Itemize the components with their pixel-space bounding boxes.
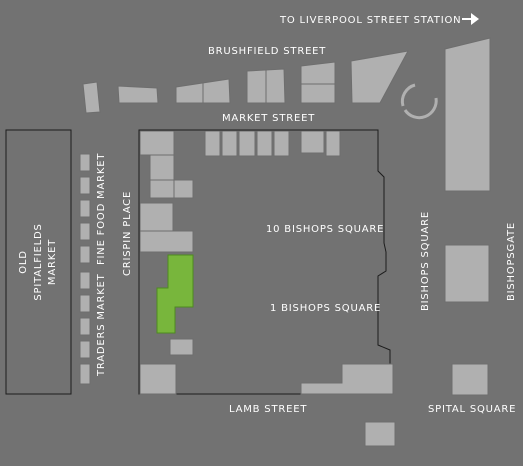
liverpool-street-direction-label: TO LIVERPOOL STREET STATION — [279, 15, 461, 26]
building-lamb-street-south — [364, 421, 396, 447]
old-spitalfields-market-outline — [5, 129, 72, 395]
market-stalls — [79, 153, 91, 385]
lamb-street-label: LAMB STREET — [229, 404, 307, 415]
brushfield-street-label: BRUSHFIELD STREET — [208, 46, 326, 57]
building-bishopsgate-south — [444, 244, 490, 303]
highlighted-building[interactable] — [156, 254, 194, 334]
building-brushfield-2 — [117, 85, 159, 104]
old-spitalfields-label-line3: MARKET — [47, 239, 58, 285]
building-bishopsgate-tower — [444, 37, 491, 192]
bishopsgate-label: BISHOPSGATE — [506, 222, 517, 301]
crispin-place-label: CRISPIN PLACE — [122, 191, 133, 276]
brushfield-street-buildings — [82, 37, 491, 192]
rotunda-arc-lower — [403, 97, 438, 120]
arrow-right-icon — [462, 13, 479, 25]
fine-food-market-label: FINE FOOD MARKET — [96, 153, 107, 265]
market-street-label: MARKET STREET — [222, 113, 315, 124]
building-brushfield-6 — [350, 50, 409, 104]
old-spitalfields-label-line2: SPITALFIELDS — [33, 223, 44, 300]
traders-market-label: TRADERS MARKET — [96, 273, 107, 377]
building-brushfield-5 — [300, 61, 336, 104]
building-brushfield-1 — [82, 81, 101, 114]
building-spital-square — [451, 363, 489, 396]
spital-square-label: SPITAL SQUARE — [428, 404, 516, 415]
rotunda-arc — [400, 83, 416, 107]
block-buildings — [139, 130, 394, 395]
one-bishops-square-label: 1 BISHOPS SQUARE — [270, 303, 381, 314]
bishops-square-street-label: BISHOPS SQUARE — [420, 211, 431, 311]
ten-bishops-square-label: 10 BISHOPS SQUARE — [266, 224, 384, 235]
old-spitalfields-label-line1: OLD — [18, 250, 29, 274]
